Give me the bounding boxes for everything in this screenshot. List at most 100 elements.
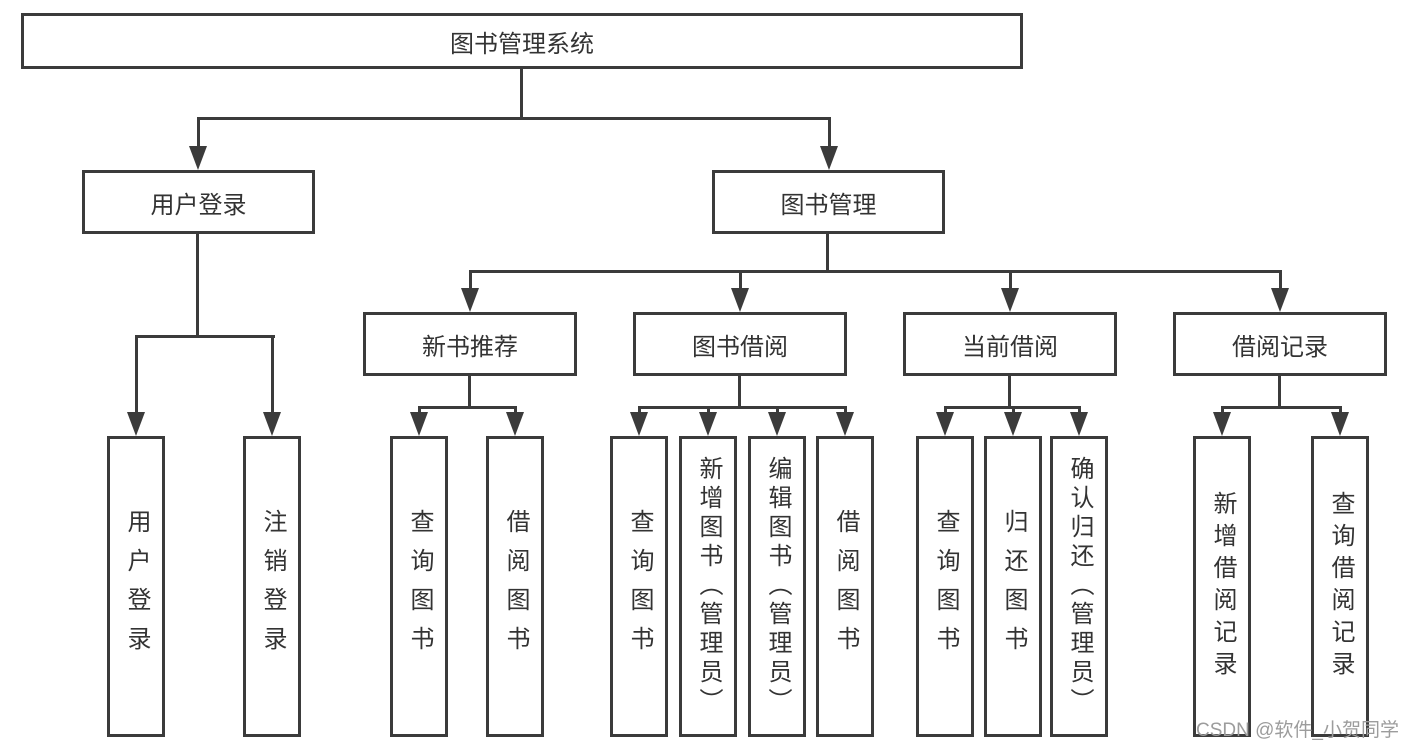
arrow-to-leaf-borrow-query xyxy=(630,406,648,436)
leaf-borrow-query-books: 查询图书 xyxy=(610,436,668,737)
arrow-shaft xyxy=(1278,270,1282,288)
arrow-down-icon xyxy=(127,412,145,436)
arrow-down-icon xyxy=(699,412,717,436)
arrow-shaft xyxy=(1008,270,1012,288)
leaf-recommend-query-books: 查询图书 xyxy=(390,436,448,737)
leaf-label: 编辑图书（管理员） xyxy=(764,456,791,717)
leaf-borrow-add-books-admin: 新增图书（管理员） xyxy=(679,436,737,737)
node-current-borrow: 当前借阅 xyxy=(903,312,1117,376)
arrow-to-leaf-login-user xyxy=(127,335,145,436)
leaf-label: 借阅图书 xyxy=(832,508,859,665)
arrow-shaft xyxy=(637,406,641,412)
connector-records-children-bar xyxy=(1221,406,1342,409)
arrow-down-icon xyxy=(768,412,786,436)
connector-borrow-stem xyxy=(738,376,741,408)
leaf-login-user: 用户登录 xyxy=(107,436,165,737)
leaf-label: 用户登录 xyxy=(123,508,150,665)
leaf-label: 确认归还（管理员） xyxy=(1066,456,1093,717)
arrow-shaft xyxy=(1338,406,1342,412)
leaf-borrow-borrow-books: 借阅图书 xyxy=(816,436,874,737)
arrow-shaft xyxy=(775,406,779,412)
arrow-to-recommend xyxy=(461,270,479,312)
arrow-down-icon xyxy=(1331,412,1349,436)
connector-borrow-children-bar xyxy=(638,406,847,409)
node-borrow-records: 借阅记录 xyxy=(1173,312,1387,376)
leaf-label: 查询图书 xyxy=(406,508,433,665)
node-library-system: 图书管理系统 xyxy=(21,13,1023,69)
connector-current-stem xyxy=(1008,376,1011,408)
node-label: 用户登录 xyxy=(150,191,247,219)
leaf-current-confirm-return-admin: 确认归还（管理员） xyxy=(1050,436,1108,737)
arrow-to-leaf-borrow-add xyxy=(699,406,717,436)
leaf-label: 新增借阅记录 xyxy=(1209,490,1236,683)
arrow-shaft xyxy=(196,117,200,146)
leaf-label: 新增图书（管理员） xyxy=(695,456,722,717)
arrow-shaft xyxy=(827,117,831,146)
arrow-to-user-login xyxy=(189,117,207,170)
arrow-to-leaf-records-add xyxy=(1213,406,1231,436)
arrow-to-leaf-borrow-borrow xyxy=(836,406,854,436)
node-label: 借阅记录 xyxy=(1232,333,1328,361)
node-label: 当前借阅 xyxy=(962,333,1058,361)
arrow-shaft xyxy=(843,406,847,412)
connector-records-stem xyxy=(1278,376,1281,408)
connector-login-children-bar xyxy=(135,335,275,338)
arrow-to-leaf-current-confirm xyxy=(1070,406,1088,436)
connector-recommend-children-bar xyxy=(418,406,517,409)
leaf-label: 借阅图书 xyxy=(502,508,529,665)
arrow-down-icon xyxy=(836,412,854,436)
arrow-shaft xyxy=(706,406,710,412)
node-label: 图书管理 xyxy=(780,191,877,219)
leaf-current-query-books: 查询图书 xyxy=(916,436,974,737)
arrow-down-icon xyxy=(731,288,749,312)
arrow-down-icon xyxy=(1213,412,1231,436)
node-book-borrow: 图书借阅 xyxy=(633,312,847,376)
arrow-shaft xyxy=(417,406,421,412)
leaf-records-query-record: 查询借阅记录 xyxy=(1311,436,1369,737)
arrow-to-leaf-recommend-borrow xyxy=(506,406,524,436)
arrow-shaft xyxy=(270,335,274,412)
connector-level1-bar xyxy=(197,117,831,120)
leaf-recommend-borrow-books: 借阅图书 xyxy=(486,436,544,737)
node-label: 图书管理系统 xyxy=(450,30,594,58)
leaf-label: 查询图书 xyxy=(932,508,959,665)
leaf-borrow-edit-books-admin: 编辑图书（管理员） xyxy=(748,436,806,737)
arrow-to-leaf-borrow-edit xyxy=(768,406,786,436)
leaf-records-add-record: 新增借阅记录 xyxy=(1193,436,1251,737)
arrow-to-borrow xyxy=(731,270,749,312)
arrow-to-leaf-recommend-query xyxy=(410,406,428,436)
connector-user-login-stem xyxy=(196,234,199,336)
watermark: CSDN @软件_小贺同学 xyxy=(1196,720,1399,741)
arrow-to-current xyxy=(1001,270,1019,312)
leaf-login-logout: 注销登录 xyxy=(243,436,301,737)
arrow-to-records xyxy=(1271,270,1289,312)
arrow-shaft xyxy=(1077,406,1081,412)
node-label: 图书借阅 xyxy=(692,333,788,361)
arrow-down-icon xyxy=(1271,288,1289,312)
arrow-shaft xyxy=(134,335,138,412)
arrow-to-book-mgmt xyxy=(820,117,838,170)
arrow-down-icon xyxy=(820,146,838,170)
arrow-shaft xyxy=(1220,406,1224,412)
connector-recommend-stem xyxy=(468,376,471,408)
arrow-down-icon xyxy=(506,412,524,436)
arrow-shaft xyxy=(738,270,742,288)
arrow-shaft xyxy=(1011,406,1015,412)
leaf-label: 查询借阅记录 xyxy=(1327,490,1354,683)
node-user-login: 用户登录 xyxy=(82,170,315,234)
arrow-down-icon xyxy=(1070,412,1088,436)
connector-book-mgmt-stem xyxy=(826,234,829,272)
arrow-down-icon xyxy=(189,146,207,170)
node-new-book-recommend: 新书推荐 xyxy=(363,312,577,376)
connector-level2-bar xyxy=(469,270,1282,273)
leaf-label: 注销登录 xyxy=(259,508,286,665)
arrow-down-icon xyxy=(1004,412,1022,436)
arrow-down-icon xyxy=(936,412,954,436)
node-book-management: 图书管理 xyxy=(712,170,945,234)
arrow-shaft xyxy=(513,406,517,412)
leaf-label: 查询图书 xyxy=(626,508,653,665)
connector-root-stem xyxy=(520,69,523,117)
arrow-shaft xyxy=(468,270,472,288)
arrow-to-leaf-records-query xyxy=(1331,406,1349,436)
